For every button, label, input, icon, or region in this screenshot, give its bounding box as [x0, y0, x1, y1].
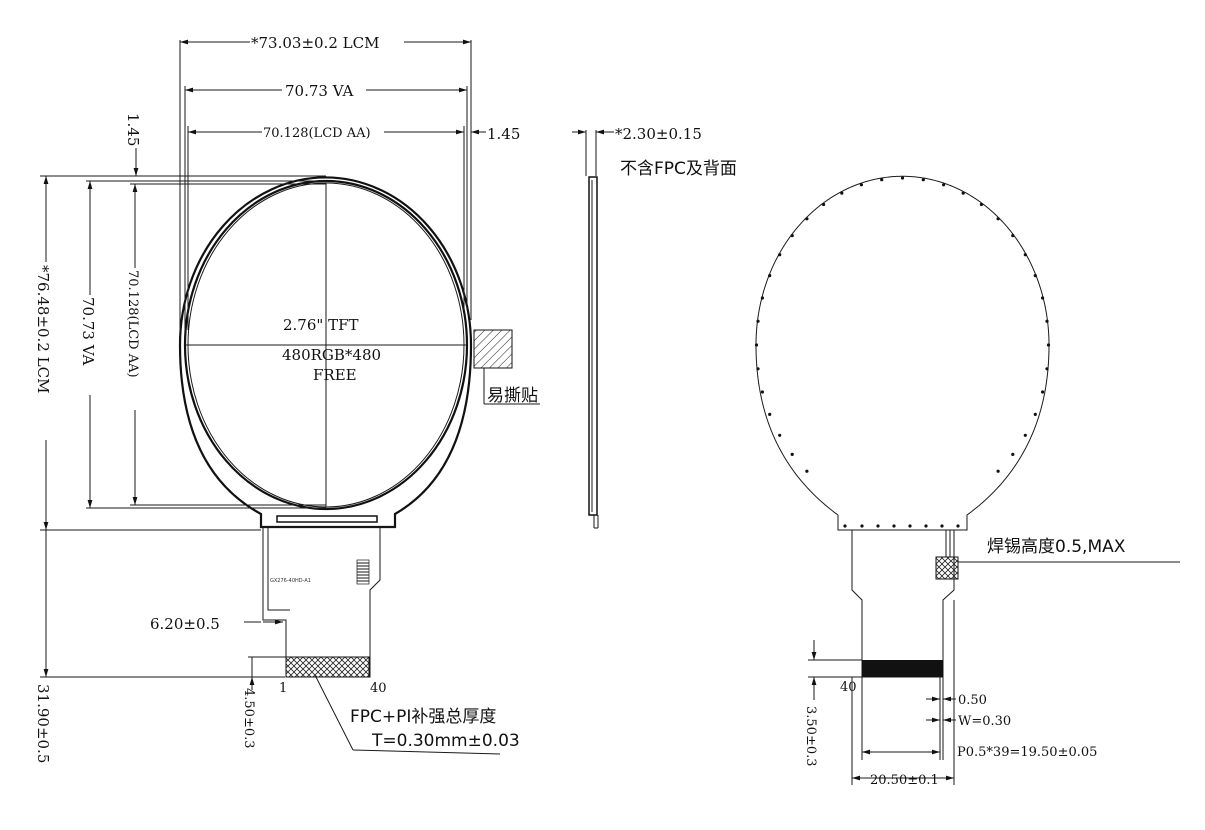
solder-dot	[760, 296, 765, 300]
finger-height-dimension: 4.50±0.3	[241, 688, 256, 749]
front-view: 易撕贴 *73.03±0.2 LCM 70.73 VA 70.128(LCD A…	[34, 34, 540, 763]
solder-dot	[768, 274, 772, 278]
easy-tear-tape	[473, 329, 513, 369]
solder-dot	[805, 217, 809, 221]
solder-dot	[1045, 367, 1049, 371]
solder-dot	[961, 191, 965, 195]
back-gold-fingers	[862, 660, 943, 677]
back-solder-dots	[754, 176, 1051, 528]
solder-dot	[760, 390, 765, 394]
part-code: GX276-40HD-A1	[270, 578, 311, 584]
right-margin-dimension: 1.45	[487, 125, 520, 143]
solder-dot	[876, 524, 880, 528]
stiffener-note-line1: FPC+PI补强总厚度	[350, 707, 496, 727]
back-finger-height-dimension: 3.50±0.3	[803, 706, 818, 767]
solder-dot	[921, 178, 925, 182]
solder-dot	[940, 524, 944, 528]
fpc-offset-dimension: 6.20±0.5	[150, 615, 220, 633]
stiffener-area	[285, 656, 370, 678]
pin-width-dimension: W=0.30	[958, 714, 1011, 729]
fpc-width-dimension: 20.50±0.1	[870, 773, 939, 788]
solder-dot	[908, 524, 912, 528]
solder-dot	[900, 176, 905, 180]
aa-height-dimension: 70.128(LCD AA)	[125, 270, 140, 378]
solder-dot	[778, 253, 782, 257]
solder-dot	[768, 412, 772, 416]
bottom-connector-bar	[276, 515, 378, 523]
solder-dot	[843, 524, 847, 528]
solder-dot	[840, 191, 844, 195]
solder-dot	[1046, 343, 1051, 347]
solder-dot	[996, 217, 1000, 221]
solder-dot	[756, 319, 760, 323]
back-outline	[755, 175, 1050, 531]
solder-dot	[942, 183, 946, 187]
thickness-note: 不含FPC及背面	[620, 159, 737, 179]
aa-width-dimension: 70.128(LCD AA)	[263, 126, 371, 141]
solder-dot	[880, 178, 884, 182]
solder-dot	[1041, 390, 1045, 394]
stiffener-note-line2: T=0.30mm±0.03	[371, 731, 520, 751]
solder-dot	[1023, 433, 1027, 437]
solder-dot	[790, 452, 794, 456]
thickness-dimension: *2.30±0.15	[615, 125, 702, 143]
side-view: *2.30±0.15 不含FPC及背面	[572, 125, 737, 529]
solder-height-note: 焊锡高度0.5,MAX	[987, 537, 1126, 557]
solder-dot	[996, 469, 1000, 473]
fpc-outline	[262, 527, 381, 678]
solder-dot	[892, 524, 896, 528]
solder-dot	[805, 469, 809, 473]
left-margin-dimension: 1.45	[124, 113, 142, 146]
pitch-dimension: P0.5*39=19.50±0.05	[957, 745, 1097, 760]
solder-dot	[822, 202, 826, 207]
back-fpc-outline	[851, 530, 955, 678]
back-pin-label: 40	[840, 680, 857, 695]
resolution-text: 480RGB*480	[282, 346, 381, 364]
solder-dot	[1023, 253, 1027, 257]
solder-dot	[1041, 296, 1045, 300]
solder-dot	[1033, 274, 1037, 278]
solder-dot	[924, 524, 928, 528]
fpc-total-height-dimension: 31.90±0.5	[34, 684, 52, 763]
pin-last-label: 40	[370, 681, 387, 696]
solder-dot	[979, 202, 984, 207]
back-solder-pad	[935, 556, 959, 580]
solder-dot	[1011, 452, 1015, 456]
solder-dot	[778, 433, 782, 437]
va-height-dimension: 70.73 VA	[79, 297, 97, 366]
solder-dot	[1045, 319, 1049, 323]
back-view: 焊锡高度0.5,MAX 3.50±0.3 40 0.50 W=0.30 P0.5…	[754, 175, 1180, 788]
solder-dot	[754, 343, 759, 347]
va-width-dimension: 70.73 VA	[285, 82, 354, 100]
solder-dot	[860, 524, 864, 528]
pin-gap-dimension: 0.50	[958, 693, 987, 708]
solder-dot	[956, 524, 960, 528]
lcm-width-dimension: *73.03±0.2 LCM	[251, 34, 379, 52]
solder-dot	[1011, 234, 1015, 238]
solder-dot	[1033, 412, 1037, 416]
pin-first-label: 1	[279, 681, 287, 696]
display-size-text: 2.76" TFT	[283, 316, 358, 334]
free-text: FREE	[313, 366, 357, 384]
lcm-outline	[178, 176, 473, 529]
side-profile	[588, 176, 598, 516]
solder-dot	[790, 234, 794, 238]
solder-dot	[756, 367, 760, 371]
lcm-height-dimension: *76.48±0.2 LCM	[34, 265, 52, 393]
solder-dot	[859, 183, 864, 187]
tape-label: 易撕贴	[487, 386, 538, 406]
